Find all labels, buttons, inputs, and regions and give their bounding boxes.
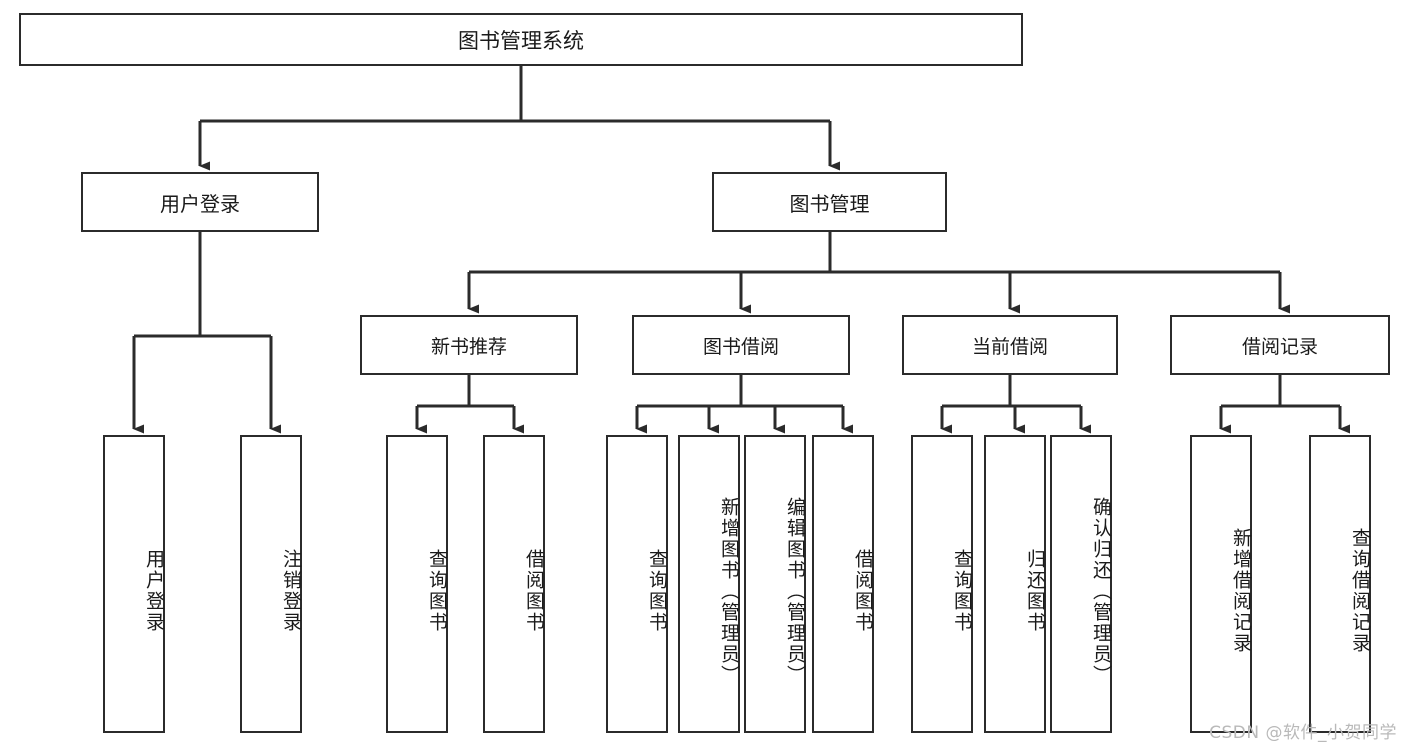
node-leaf-add-borrow-record[interactable]: 新增借阅记录 (1190, 435, 1252, 733)
node-leaf-borrow-book-rec[interactable]: 借阅图书 (483, 435, 545, 733)
node-borrow-record-label: 借阅记录 (1241, 335, 1318, 358)
node-root[interactable]: 图书管理系统 (19, 13, 1023, 66)
node-leaf-edit-book-admin-label: 编辑图书（管理员） (784, 496, 806, 686)
node-book-borrow[interactable]: 图书借阅 (632, 315, 850, 375)
node-leaf-return-book-label: 归还图书 (1024, 549, 1046, 633)
node-user-login-label: 用户登录 (160, 191, 240, 216)
node-leaf-borrow-book-bor-label: 借阅图书 (852, 549, 874, 633)
node-book-manage[interactable]: 图书管理 (712, 172, 947, 232)
node-leaf-user-login[interactable]: 用户登录 (103, 435, 165, 733)
node-leaf-confirm-return-admin-label: 确认归还（管理员） (1090, 496, 1112, 686)
node-leaf-query-book-cur-label: 查询图书 (951, 549, 973, 633)
node-new-book-rec-label: 新书推荐 (430, 335, 507, 358)
node-leaf-confirm-return-admin[interactable]: 确认归还（管理员） (1050, 435, 1112, 733)
node-borrow-record[interactable]: 借阅记录 (1170, 315, 1390, 375)
node-leaf-query-book-bor-label: 查询图书 (646, 549, 668, 633)
node-leaf-user-login-label: 用户登录 (143, 549, 165, 633)
node-leaf-borrow-book-rec-label: 借阅图书 (523, 549, 545, 633)
node-leaf-borrow-book-bor[interactable]: 借阅图书 (812, 435, 874, 733)
node-leaf-add-book-admin-label: 新增图书（管理员） (718, 496, 740, 686)
node-leaf-query-book-bor[interactable]: 查询图书 (606, 435, 668, 733)
node-leaf-query-borrow-record[interactable]: 查询借阅记录 (1309, 435, 1371, 733)
node-leaf-user-logout[interactable]: 注销登录 (240, 435, 302, 733)
node-leaf-query-borrow-record-label: 查询借阅记录 (1349, 528, 1371, 654)
node-leaf-query-book-rec[interactable]: 查询图书 (386, 435, 448, 733)
node-current-borrow[interactable]: 当前借阅 (902, 315, 1118, 375)
node-user-login[interactable]: 用户登录 (81, 172, 319, 232)
node-current-borrow-label: 当前借阅 (971, 335, 1048, 358)
node-leaf-add-borrow-record-label: 新增借阅记录 (1230, 528, 1252, 654)
node-leaf-query-book-rec-label: 查询图书 (426, 549, 448, 633)
node-book-borrow-label: 图书借阅 (702, 335, 779, 358)
node-leaf-return-book[interactable]: 归还图书 (984, 435, 1046, 733)
node-new-book-rec[interactable]: 新书推荐 (360, 315, 578, 375)
node-leaf-query-book-cur[interactable]: 查询图书 (911, 435, 973, 733)
node-book-manage-label: 图书管理 (789, 191, 870, 216)
node-root-label: 图书管理系统 (458, 28, 584, 53)
node-leaf-add-book-admin[interactable]: 新增图书（管理员） (678, 435, 740, 733)
node-leaf-edit-book-admin[interactable]: 编辑图书（管理员） (744, 435, 806, 733)
node-leaf-user-logout-label: 注销登录 (280, 549, 302, 633)
watermark-text: CSDN @软件_小贺同学 (1209, 723, 1397, 743)
